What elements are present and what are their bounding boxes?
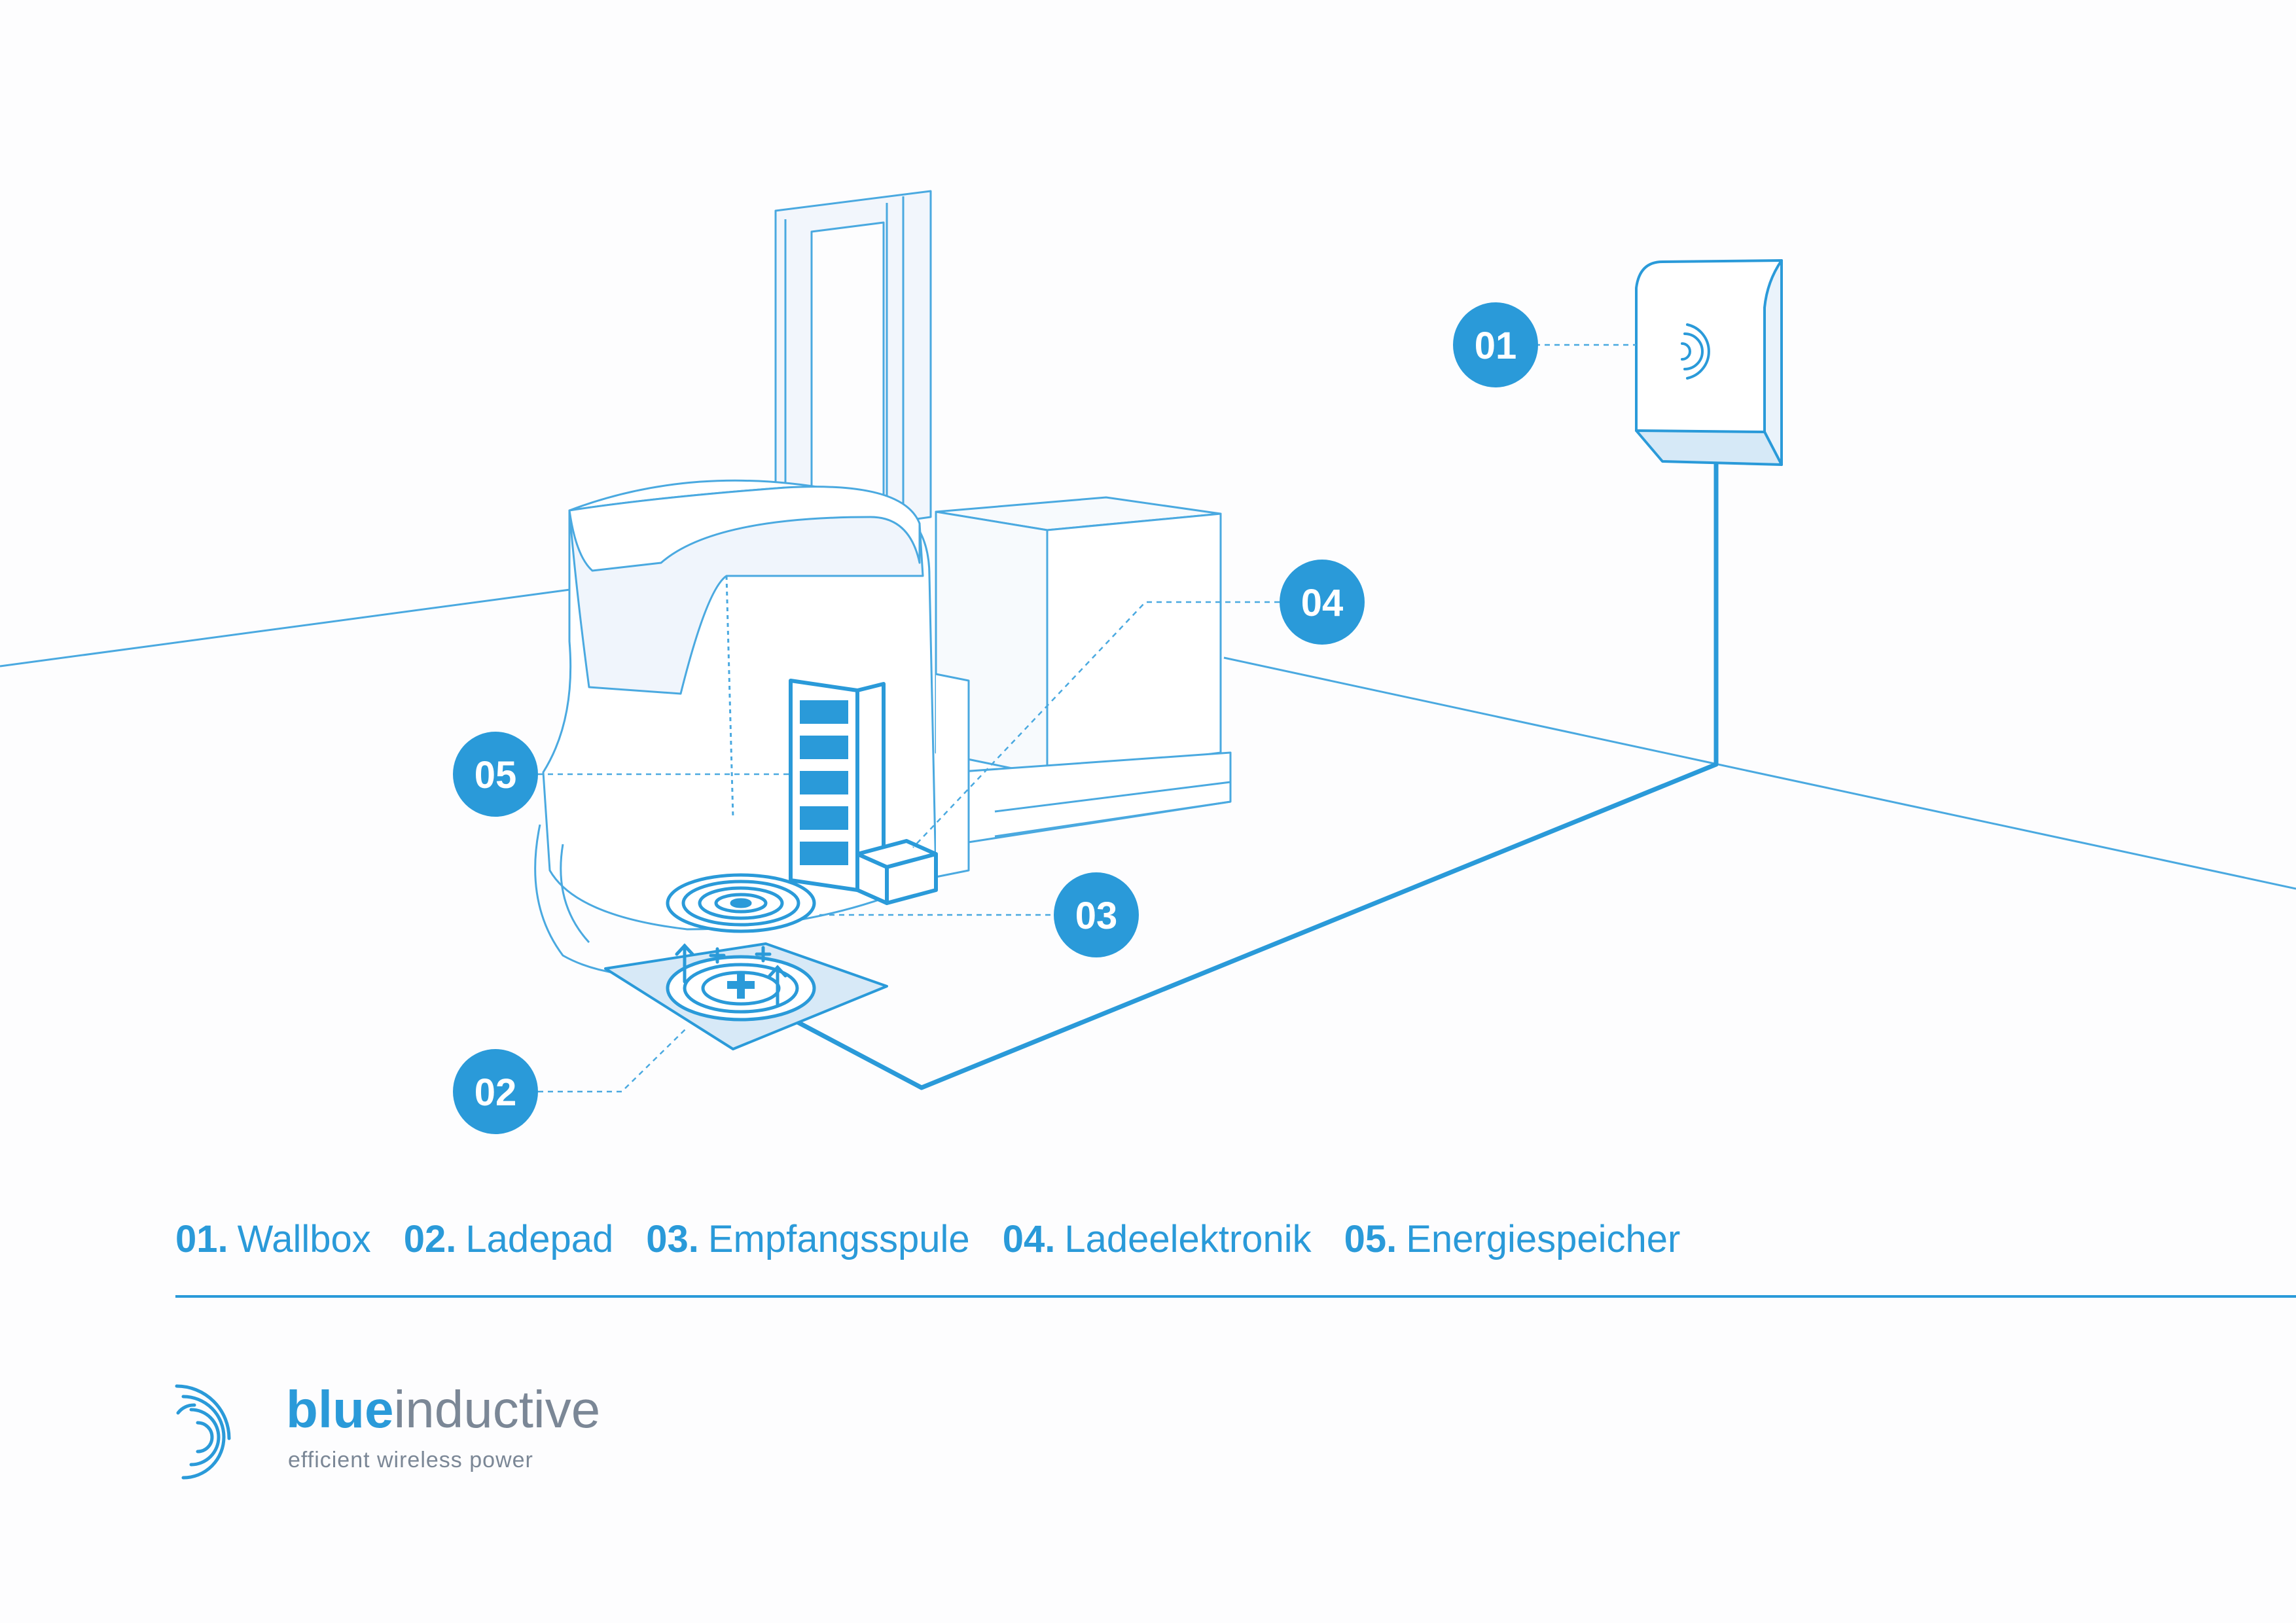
callout-01-label: 01 <box>1475 325 1517 367</box>
callout-02-label: 02 <box>475 1071 517 1114</box>
legend-item-ladeelektronik: 04.Ladeelektronik <box>1003 1217 1312 1261</box>
power-cable <box>794 458 1719 1090</box>
wallbox <box>1635 259 1783 466</box>
callout-04-label: 04 <box>1301 582 1344 624</box>
legend-name: Wallbox <box>237 1218 371 1260</box>
legend-item-energiespeicher: 05.Energiespeicher <box>1344 1217 1681 1261</box>
legend-number: 02. <box>403 1218 457 1260</box>
room-outline <box>0 588 2296 890</box>
brand-tagline: efficient wireless power <box>288 1448 533 1472</box>
legend-name: Ladepad <box>465 1218 614 1260</box>
legend-name: Energiespeicher <box>1406 1218 1681 1260</box>
legend-item-empfangsspule: 03.Empfangsspule <box>646 1217 969 1261</box>
legend-item-ladepad: 02.Ladepad <box>404 1217 613 1261</box>
legend-name: Ladeelektronik <box>1064 1218 1312 1260</box>
forklift-mast <box>774 190 932 525</box>
legend-number: 01. <box>175 1218 228 1260</box>
callout-leader-lines <box>538 344 1636 1093</box>
wireless-logo-icon <box>175 1384 231 1480</box>
callout-05-label: 05 <box>475 754 517 796</box>
wallbox-wireless-icon <box>1681 323 1710 380</box>
legend-number: 03. <box>646 1218 699 1260</box>
callout-02: 02 <box>453 1049 538 1134</box>
receiver-coil <box>666 873 816 933</box>
divider-line <box>175 1295 2296 1298</box>
callout-04: 04 <box>1280 560 1365 645</box>
charging-pad <box>604 942 888 1050</box>
legend-number: 04. <box>1002 1218 1056 1260</box>
callout-05: 05 <box>453 732 538 817</box>
legend-number: 05. <box>1344 1218 1397 1260</box>
charging-electronics <box>855 839 938 905</box>
brand-name-light: inductive <box>393 1380 601 1438</box>
pallet-load <box>935 496 1232 846</box>
legend-item-wallbox: 01.Wallbox <box>175 1217 371 1261</box>
callout-01: 01 <box>1453 302 1538 387</box>
brand-name-bold: blue <box>286 1380 394 1438</box>
energy-transfer-arrows <box>675 943 787 1007</box>
callout-03-label: 03 <box>1075 895 1118 937</box>
brand-name: blueinductive <box>286 1383 600 1436</box>
legend-name: Empfangsspule <box>708 1218 970 1260</box>
callout-03: 03 <box>1054 872 1139 957</box>
